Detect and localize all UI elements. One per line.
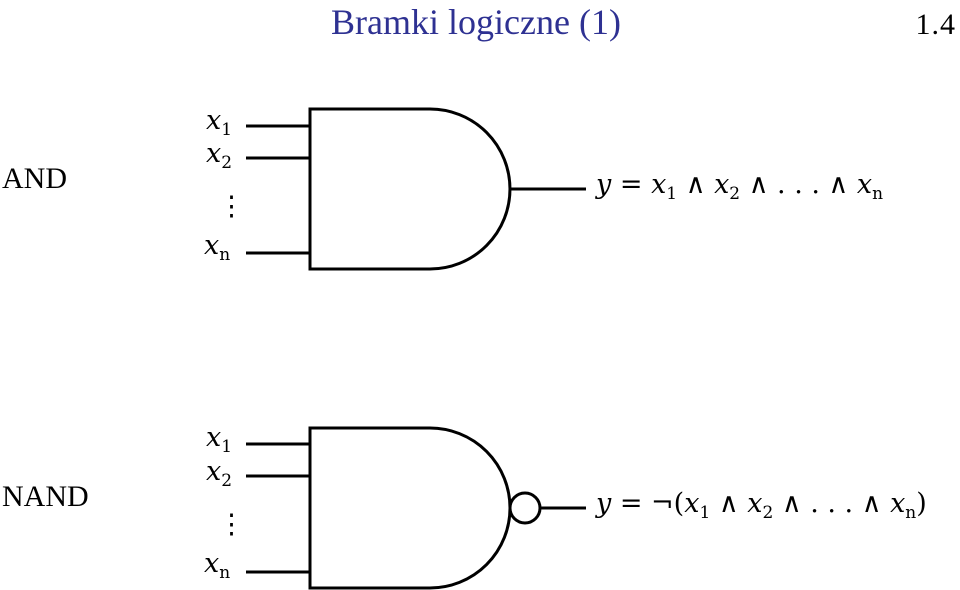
formula-token: x [651,169,666,200]
nand-gate-body [308,426,512,590]
formula-token: y [595,488,612,519]
nand-input-label-2: x2 [206,456,232,491]
and-input-label-1: x1 [206,105,232,140]
nand-input-label-n: xn [204,548,230,583]
nand-gate-name: NAND [2,480,89,513]
formula-token: y [595,169,612,200]
and-gate-body [308,107,512,271]
and-input-label-2: x2 [206,138,232,173]
slide-title: Bramki logiczne (1) [331,2,621,42]
formula-token: ∧ [710,488,747,519]
and-output-formula: y = x1 ∧ x2 ∧ . . . ∧ xn [595,169,883,204]
and-gate-name: AND [2,162,67,195]
formula-token: ∧ . . . ∧ [773,488,890,519]
nand-gate: x1 x2 ⋮ xn y = ¬(x1 ∧ x2 ∧ . . . ∧ xn) [204,422,927,590]
formula-token: n [872,184,883,204]
formula-token: x [747,488,762,519]
nand-negation-bubble [508,491,542,525]
and-input-label-n: xn [204,230,230,265]
formula-token: ) [916,488,927,519]
formula-token: ∧ . . . ∧ [740,169,857,200]
formula-token: x [890,488,905,519]
formula-token: x [714,169,729,200]
nand-input-label-1: x1 [206,422,232,457]
formula-token: = ¬( [611,488,684,519]
nand-input-ellipsis: ⋮ [218,509,245,540]
and-input-ellipsis: ⋮ [218,191,245,222]
formula-token: n [905,503,916,523]
formula-token: ∧ [677,169,714,200]
formula-token: 2 [729,184,740,204]
slide-number: 1.4 [915,8,956,41]
nand-output-formula: y = ¬(x1 ∧ x2 ∧ . . . ∧ xn) [595,488,927,523]
formula-token: 1 [699,503,710,523]
formula-token: x [684,488,699,519]
formula-token: = [611,169,651,200]
formula-token: x [857,169,872,200]
formula-token: 1 [666,184,677,204]
formula-token: 2 [762,503,773,523]
and-gate: x1 x2 ⋮ xn y = x1 ∧ x2 ∧ . . . ∧ xn [204,105,883,271]
